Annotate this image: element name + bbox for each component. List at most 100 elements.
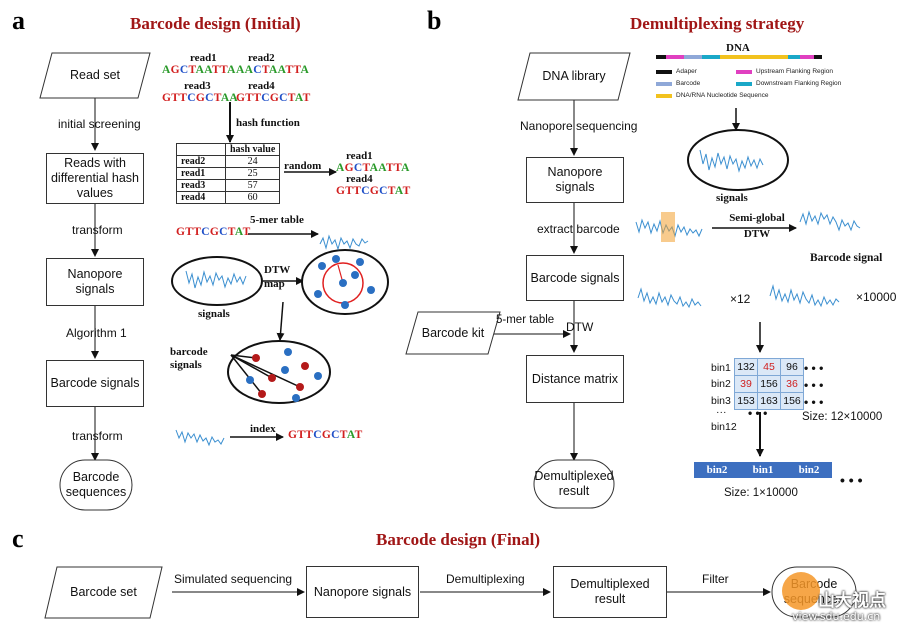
panel-a-label: a bbox=[12, 6, 25, 35]
random-label: random bbox=[284, 160, 322, 172]
dna-upstream-2 bbox=[800, 55, 814, 59]
map-point bbox=[367, 286, 375, 294]
bin-label-2: bin2 bbox=[711, 378, 731, 390]
nucleotide: A bbox=[234, 226, 243, 238]
nucleotide: A bbox=[294, 92, 303, 104]
nucleotide: A bbox=[369, 162, 379, 174]
x12-signal bbox=[637, 287, 702, 309]
legend-barcode: Barcode bbox=[676, 80, 701, 87]
kmer-label-a: 5-mer table bbox=[250, 214, 304, 226]
nucleotide: T bbox=[354, 429, 363, 441]
barcode-ellipse bbox=[227, 340, 331, 404]
signal-traces bbox=[175, 149, 861, 447]
map-point bbox=[318, 262, 326, 270]
result-shape bbox=[533, 459, 615, 509]
barcode-point bbox=[268, 374, 276, 382]
c-step-1: Simulated sequencing bbox=[174, 572, 293, 586]
legend-swatch-sequence bbox=[656, 94, 672, 98]
nucleotide: C bbox=[219, 226, 228, 238]
x12-label: ×12 bbox=[730, 292, 751, 306]
legend-swatch-upstream bbox=[736, 70, 752, 74]
nucleotide: T bbox=[362, 162, 370, 174]
read2-name: read2 bbox=[248, 52, 275, 64]
read1-seq: AGCTAATTA bbox=[162, 64, 236, 76]
barcode-kit-shape bbox=[405, 311, 501, 355]
map-point bbox=[356, 258, 364, 266]
nucleotide: A bbox=[300, 64, 310, 76]
nucleotide: T bbox=[179, 92, 188, 104]
barcode-point bbox=[246, 376, 254, 384]
barcode-highlight bbox=[661, 212, 675, 242]
nucleotide: T bbox=[287, 92, 295, 104]
nucleotide: T bbox=[253, 92, 262, 104]
b-step-1: Nanopore sequencing bbox=[520, 119, 638, 133]
nucleotide: G bbox=[162, 92, 172, 104]
nucleotide: T bbox=[261, 64, 269, 76]
watermark-url: view.sdu.edu.cn bbox=[792, 610, 881, 623]
kmer-seq: GTTCGCTAT bbox=[176, 226, 251, 238]
nucleotide: A bbox=[336, 162, 345, 174]
index-label: index bbox=[250, 423, 276, 435]
dna-downstream-2 bbox=[788, 55, 800, 59]
matrix-dots-bottom: • • • bbox=[748, 406, 768, 420]
nanopore-node-b: Nanopore signals bbox=[526, 157, 624, 203]
legend-sequence: DNA/RNA Nucleotide Sequence bbox=[676, 92, 769, 99]
read4-seq: GTTCGCTAT bbox=[236, 92, 311, 104]
dna-barcode bbox=[684, 55, 702, 59]
nucleotide: A bbox=[229, 92, 239, 104]
nucleotide: T bbox=[285, 64, 294, 76]
size-1-label: Size: 12×10000 bbox=[802, 411, 883, 423]
bin-label-dots: ··· bbox=[716, 406, 727, 418]
barcode-points bbox=[246, 348, 322, 402]
a-step-3: Algorithm 1 bbox=[66, 326, 127, 340]
nucleotide: A bbox=[394, 185, 403, 197]
bin-box: bin2 bbox=[786, 462, 832, 478]
nucleotide: C bbox=[353, 162, 363, 174]
nucleotide: G bbox=[176, 226, 186, 238]
title-b: Demultiplexing strategy bbox=[630, 14, 805, 33]
picked1-name: read1 bbox=[346, 150, 373, 162]
nucleotide: T bbox=[353, 185, 362, 197]
barcode-point bbox=[258, 390, 266, 398]
signals-label-a: signals bbox=[198, 308, 230, 320]
barcode-signals-node-b: Barcode signals bbox=[526, 255, 624, 301]
map-arrow bbox=[276, 301, 285, 341]
matrix-dots-2: • • • bbox=[804, 378, 824, 392]
barcode-point bbox=[296, 383, 304, 391]
barcode-signal-trace bbox=[799, 210, 861, 232]
c-step-3: Filter bbox=[702, 572, 729, 586]
x10000-label: ×10000 bbox=[856, 290, 897, 304]
barcode-point bbox=[314, 372, 322, 380]
legend-adapter: Adaper bbox=[676, 68, 697, 75]
hash-row-read: read4 bbox=[176, 191, 226, 204]
nucleotide: C bbox=[201, 226, 210, 238]
matrix-cell: 45 bbox=[757, 358, 781, 376]
barcode-point bbox=[301, 362, 309, 370]
picked1-seq: AGCTAATTA bbox=[336, 162, 410, 174]
nucleotide: A bbox=[195, 64, 205, 76]
nucleotide: T bbox=[227, 226, 235, 238]
barcode-signals-node-a: Barcode signals bbox=[46, 360, 144, 407]
nucleotide: C bbox=[313, 429, 322, 441]
nucleotide: C bbox=[279, 92, 288, 104]
distance-matrix-node: Distance matrix bbox=[526, 355, 624, 403]
dna-upstream bbox=[666, 55, 684, 59]
barcode-set-shape bbox=[44, 566, 163, 619]
signals-ellipse-b bbox=[687, 129, 789, 191]
nucleotide: T bbox=[305, 429, 314, 441]
dna-sequence bbox=[720, 55, 788, 59]
kmer-signal bbox=[319, 234, 369, 251]
a-step-1: initial screening bbox=[58, 117, 141, 131]
barcode-sequences-node: Barcode sequences bbox=[65, 470, 127, 499]
nucleotide: A bbox=[236, 64, 245, 76]
nucleotide: C bbox=[379, 185, 388, 197]
picked4-name: read4 bbox=[346, 173, 373, 185]
bin-label-1: bin1 bbox=[711, 362, 731, 374]
